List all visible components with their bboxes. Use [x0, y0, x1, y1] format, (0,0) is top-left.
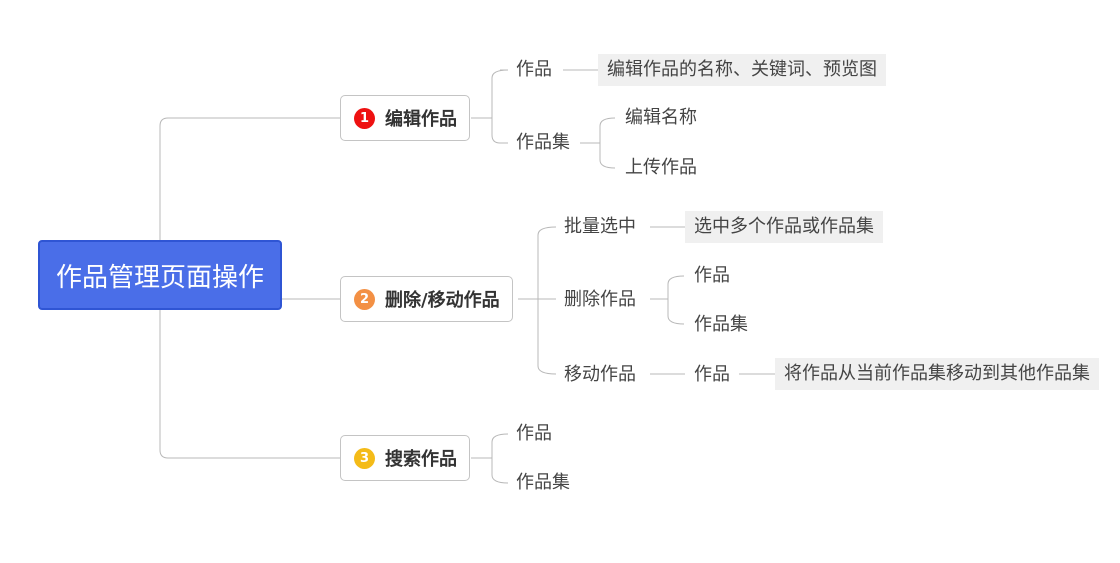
root-topic[interactable]: 作品管理页面操作	[38, 240, 282, 310]
topic-collections-b1[interactable]: 作品集	[516, 132, 570, 153]
branch-delete-move-label: 删除/移动作品	[385, 290, 500, 311]
note-edit-works[interactable]: 编辑作品的名称、关键词、预览图	[598, 54, 886, 86]
badge-1: 1	[354, 107, 375, 129]
topic-delete-collections-item[interactable]: 作品集	[694, 314, 748, 335]
badge-2: 2	[354, 288, 375, 310]
topic-move-works-item[interactable]: 作品	[694, 364, 730, 385]
topic-search-collections[interactable]: 作品集	[516, 472, 570, 493]
branch-edit-works[interactable]: 1 编辑作品	[340, 95, 470, 141]
topic-search-works[interactable]: 作品	[516, 423, 552, 444]
note-move-works[interactable]: 将作品从当前作品集移动到其他作品集	[775, 358, 1099, 390]
note-batch-select[interactable]: 选中多个作品或作品集	[685, 211, 883, 243]
branch-delete-move-works[interactable]: 2 删除/移动作品	[340, 276, 513, 322]
topic-edit-name[interactable]: 编辑名称	[625, 107, 697, 128]
root-topic-label: 作品管理页面操作	[55, 262, 264, 293]
topic-move-works[interactable]: 移动作品	[564, 364, 636, 385]
badge-3: 3	[354, 447, 375, 469]
branch-search-works-label: 搜索作品	[385, 449, 457, 470]
topic-batch-select[interactable]: 批量选中	[564, 216, 636, 237]
topic-upload-works[interactable]: 上传作品	[625, 157, 697, 178]
topic-delete-works[interactable]: 删除作品	[564, 289, 636, 310]
branch-edit-works-label: 编辑作品	[385, 109, 457, 130]
branch-search-works[interactable]: 3 搜索作品	[340, 435, 470, 481]
topic-works-b1[interactable]: 作品	[516, 59, 552, 80]
topic-delete-works-item[interactable]: 作品	[694, 265, 730, 286]
